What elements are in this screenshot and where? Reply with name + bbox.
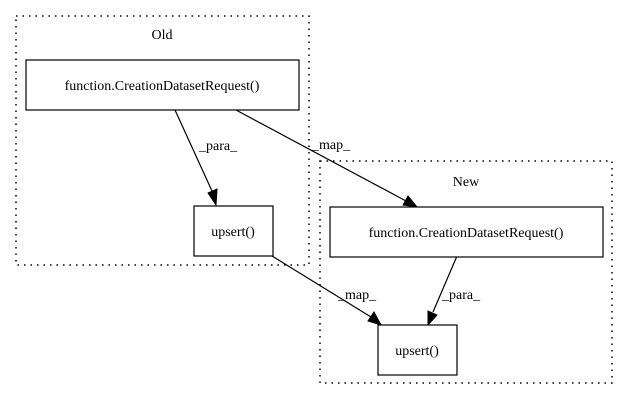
cluster-old-border (15, 15, 310, 266)
node-old-upsert-box (193, 205, 274, 257)
edge-cross-map-bottom: _map_ (271, 255, 383, 326)
node-new-upsert-box (377, 324, 458, 376)
node-new-upsert[interactable]: upsert() (377, 324, 458, 376)
edge-cross-map-top-label: _map_ (311, 138, 351, 153)
edge-cross-map-top-arrowhead (402, 195, 419, 208)
node-new-request-label: function.CreationDatasetRequest() (369, 226, 564, 241)
edge-new-para: _para_ (427, 255, 481, 327)
cluster-old: Old (15, 15, 310, 266)
edge-new-para-label: _para_ (441, 288, 481, 303)
edge-cross-map-top: _map_ (235, 109, 419, 208)
cluster-new-border (319, 160, 613, 384)
node-old-upsert-label: upsert() (211, 225, 255, 240)
edge-old-para: _para_ (174, 109, 238, 207)
node-old-request[interactable]: function.CreationDatasetRequest() (25, 59, 300, 111)
node-old-upsert[interactable]: upsert() (193, 205, 274, 257)
edge-old-para-line (174, 109, 213, 192)
cluster-new-label: New (453, 175, 480, 190)
edge-new-para-arrowhead (427, 310, 438, 327)
cluster-new: New (319, 160, 613, 384)
edge-cross-map-bottom-arrowhead (367, 311, 383, 326)
edge-old-para-label: _para_ (198, 139, 238, 154)
node-new-request[interactable]: function.CreationDatasetRequest() (329, 206, 604, 258)
edge-cross-map-bottom-label: _map_ (337, 288, 377, 303)
node-old-request-box (25, 59, 300, 111)
edge-new-para-line (432, 255, 458, 313)
edge-old-para-arrowhead (207, 188, 218, 207)
edge-cross-map-bottom-line (271, 255, 372, 318)
cluster-old-label: Old (152, 28, 173, 43)
node-old-request-label: function.CreationDatasetRequest() (65, 79, 260, 94)
node-new-upsert-label: upsert() (395, 344, 439, 359)
node-new-request-box (329, 206, 604, 258)
edge-cross-map-top-line (235, 109, 407, 202)
